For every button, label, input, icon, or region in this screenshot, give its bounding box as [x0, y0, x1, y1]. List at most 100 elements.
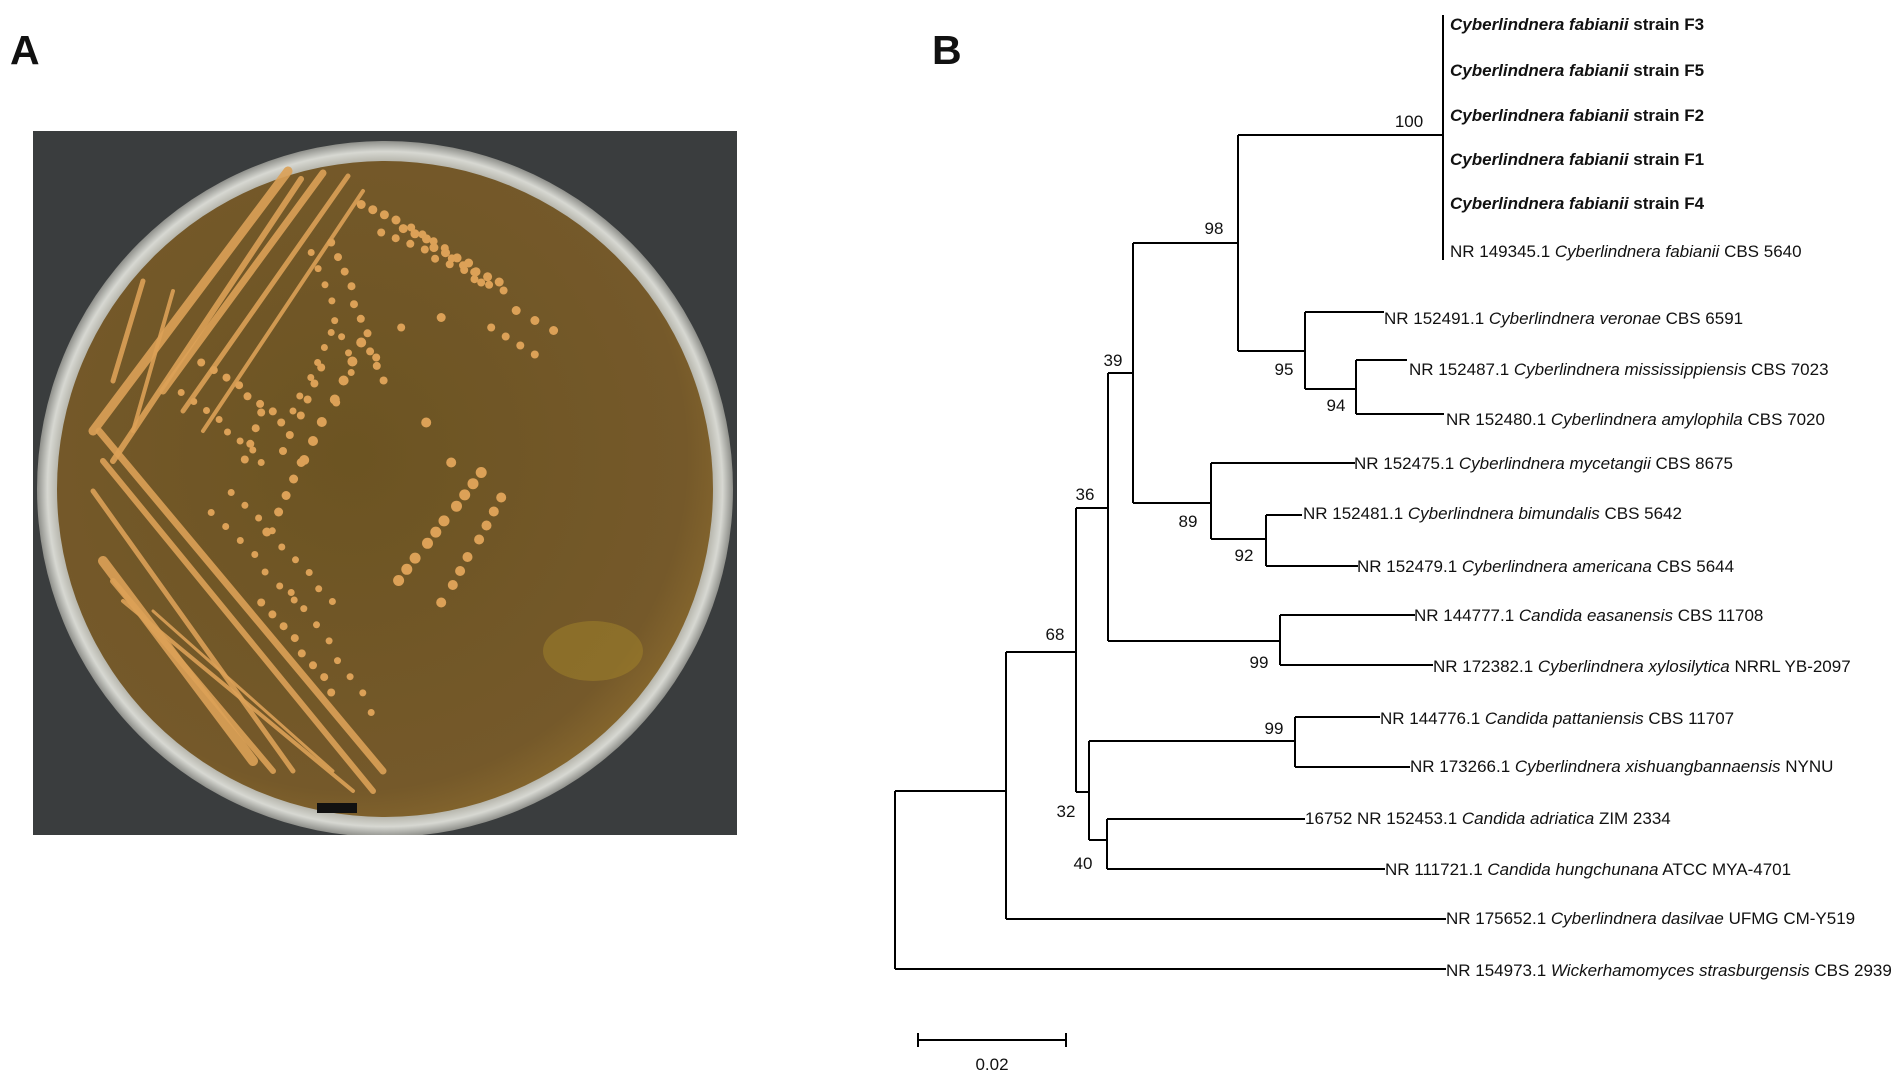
bootstrap-miss_amylo: 94: [1327, 396, 1346, 415]
colony-streak-2: [159, 169, 327, 395]
leaf-label-patt: NR 144776.1 Candida pattaniensis CBS 117…: [1380, 709, 1734, 728]
colony-45: [328, 297, 336, 305]
colony-126: [290, 634, 299, 643]
leaf-species: Cyberlindnera fabianii: [1555, 242, 1721, 261]
leaf-species: Cyberlindnera dasilvae: [1551, 909, 1724, 928]
leaf-species: Wickerhamomyces strasburgensis: [1551, 961, 1810, 980]
colony-130: [327, 688, 336, 697]
colony-4: [398, 224, 408, 234]
colony-29: [459, 261, 467, 270]
leaf-strain: strain F2: [1629, 106, 1705, 125]
colony-streaks: [88, 166, 387, 794]
colony-44: [321, 281, 329, 289]
leaf-label-amer: NR 152479.1 Cyberlindnera americana CBS …: [1357, 557, 1734, 576]
colony-123: [257, 598, 266, 607]
leaf-species: Cyberlindnera xylosilytica: [1538, 657, 1730, 676]
colony-149: [222, 523, 230, 530]
colony-74: [516, 341, 525, 350]
colony-13: [494, 277, 504, 287]
bootstrap-fabianii_plus_veronae: 98: [1205, 219, 1224, 238]
colony-18: [431, 254, 440, 263]
colony-124: [268, 610, 277, 619]
leaf-strain: ZIM 2334: [1594, 809, 1671, 828]
colony-154: [290, 596, 298, 604]
leaf-accession: NR 144776.1: [1380, 709, 1485, 728]
leaf-label-dasi: NR 175652.1 Cyberlindnera dasilvae UFMG …: [1446, 909, 1855, 928]
colony-50: [356, 337, 367, 348]
leaf-label-f3: Cyberlindnera fabianii strain F3: [1450, 15, 1704, 34]
colony-15: [391, 234, 400, 243]
colony-25: [418, 230, 427, 239]
leaf-strain: strain F3: [1629, 15, 1705, 34]
colony-129: [320, 673, 329, 682]
colony-51: [347, 356, 358, 367]
leaf-strain: UFMG CM-Y519: [1724, 909, 1855, 928]
colony-107: [197, 358, 206, 367]
leaf-species: Cyberlindnera fabianii: [1450, 106, 1630, 125]
leaf-label-xish: NR 173266.1 Cyberlindnera xishuangbannae…: [1410, 757, 1833, 776]
colony-125: [279, 622, 288, 631]
colony-2: [379, 210, 389, 220]
colony-68: [289, 407, 297, 415]
leaf-accession: NR 111721.1: [1385, 860, 1487, 879]
colony-30: [470, 268, 479, 277]
leaf-label-bimu: NR 152481.1 Cyberlindnera bimundalis CBS…: [1303, 504, 1682, 523]
colony-97: [421, 417, 432, 428]
colony-streak-13: [131, 289, 175, 433]
leaf-species: Cyberlindnera fabianii: [1450, 15, 1630, 34]
scale-bar-label: 0.02: [975, 1055, 1008, 1074]
colony-80: [459, 489, 471, 501]
colony-dots: [177, 200, 559, 716]
colony-43: [314, 265, 322, 273]
leaf-species: Cyberlindnera fabianii: [1450, 194, 1630, 213]
colony-24: [407, 223, 416, 232]
colony-60: [296, 411, 305, 420]
colony-71: [549, 326, 559, 335]
leaf-strain: NYNU: [1780, 757, 1833, 776]
leaf-species: Cyberlindnera americana: [1462, 557, 1652, 576]
bootstrap-myce_clade: 89: [1179, 512, 1198, 531]
colony-105: [246, 439, 255, 448]
colony-132: [300, 605, 308, 613]
colony-70: [530, 316, 540, 325]
leaf-accession: NR 172382.1: [1433, 657, 1538, 676]
colony-52: [338, 375, 349, 386]
colony-16: [406, 239, 415, 248]
colony-122: [257, 459, 265, 466]
leaf-accession: NR 154973.1: [1446, 961, 1551, 980]
colony-26: [429, 237, 438, 246]
colony-62: [279, 447, 287, 455]
colony-54: [316, 417, 327, 427]
colony-3: [391, 215, 401, 225]
colony-39: [366, 347, 375, 356]
colony-5: [410, 229, 420, 239]
colony-145: [305, 569, 313, 576]
colony-35: [347, 282, 356, 291]
colony-82: [438, 515, 450, 527]
panel-label-b: B: [932, 27, 962, 73]
colony-55: [308, 436, 318, 446]
colony-128: [309, 661, 317, 670]
colony-89: [488, 506, 499, 517]
leaf-species: Cyberlindnera mississippiensis: [1514, 360, 1747, 379]
leaf-accession: NR 175652.1: [1446, 909, 1551, 928]
colony-142: [268, 527, 276, 535]
leaf-strain: CBS 11708: [1673, 606, 1763, 625]
colony-73: [501, 332, 510, 341]
colony-36: [350, 300, 358, 309]
leaf-species: Cyberlindnera xishuangbannaensis: [1515, 757, 1781, 776]
colony-33: [334, 253, 342, 262]
leaf-strain: CBS 5642: [1600, 504, 1682, 523]
leaf-label-amylo: NR 152480.1 Cyberlindnera amylophila CBS…: [1446, 410, 1825, 429]
colony-116: [190, 398, 198, 405]
leaf-label-adri: 16752 NR 152453.1 Candida adriatica ZIM …: [1305, 809, 1671, 828]
leaf-accession: 16752 NR 152453.1: [1305, 809, 1462, 828]
yellow-glare: [543, 621, 643, 681]
colony-86: [401, 563, 413, 575]
colony-22: [485, 280, 494, 289]
colony-21: [470, 275, 479, 284]
colony-32: [327, 238, 336, 247]
colony-streak-0: [88, 166, 293, 436]
